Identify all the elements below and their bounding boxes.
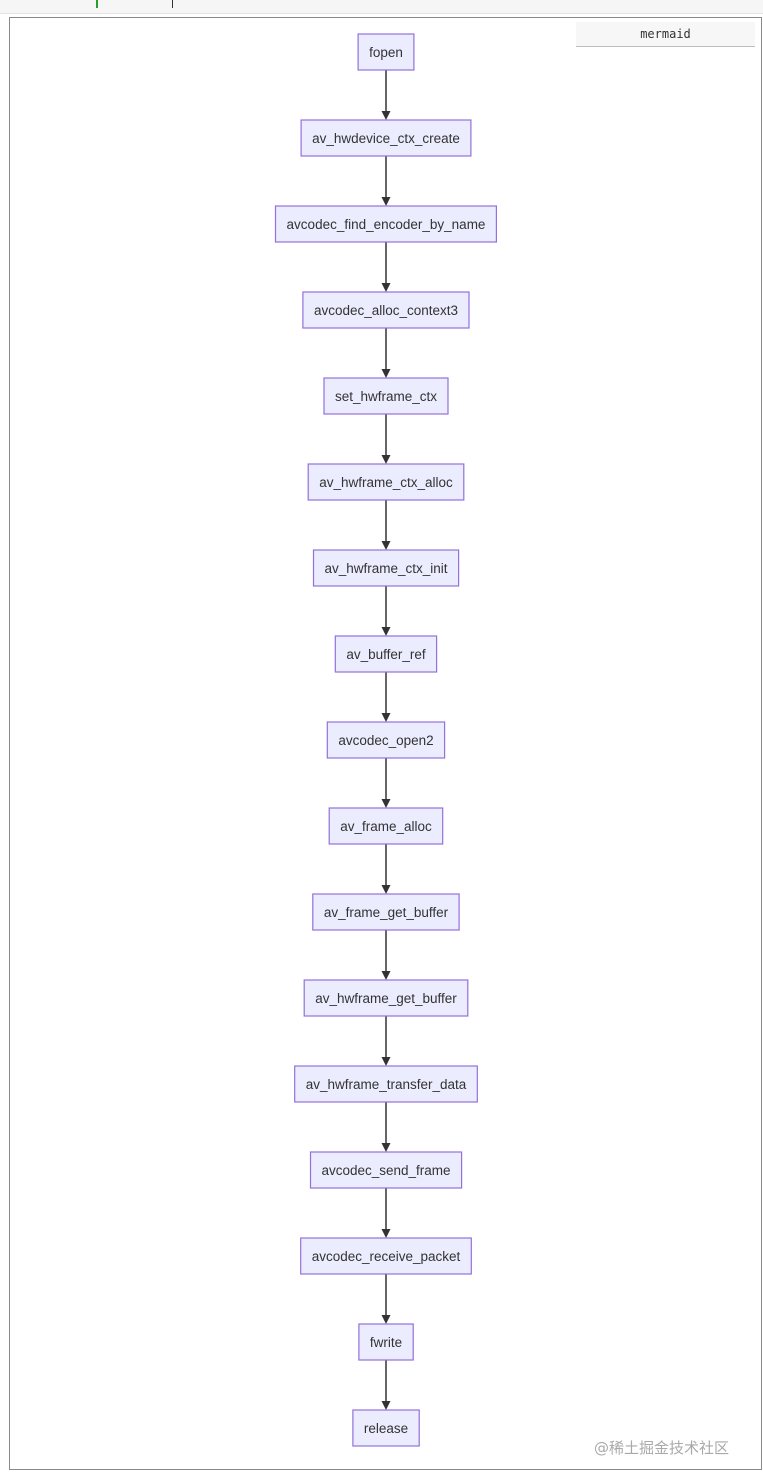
flow-node-box <box>303 979 469 1017</box>
flow-node-box <box>326 721 446 759</box>
arrowhead-icon <box>381 713 391 722</box>
flow-node-label: fopen <box>369 45 403 60</box>
arrowhead-icon <box>381 197 391 206</box>
watermark-text: @稀土掘金技术社区 <box>594 1439 730 1457</box>
flow-node: release <box>352 1409 420 1447</box>
flow-node-box <box>352 1409 420 1447</box>
flow-node-box <box>328 807 444 845</box>
flow-node-label: set_hwframe_ctx <box>335 389 437 404</box>
arrowhead-icon <box>381 1143 391 1152</box>
code-text-fragment <box>96 0 98 8</box>
arrowhead-icon <box>381 369 391 378</box>
flow-node-box <box>309 1151 463 1189</box>
arrowhead-icon <box>381 1229 391 1238</box>
flow-node: avcodec_send_frame <box>309 1151 463 1189</box>
flow-node: av_hwframe_get_buffer <box>303 979 469 1017</box>
flow-node-label: av_hwframe_transfer_data <box>306 1077 467 1092</box>
arrowhead-icon <box>381 455 391 464</box>
code-language-label[interactable]: mermaid <box>576 22 755 47</box>
flow-node-label: av_hwdevice_ctx_create <box>312 131 460 146</box>
flow-node-box <box>312 549 460 587</box>
flow-node-label: av_frame_get_buffer <box>324 905 449 920</box>
flow-node: avcodec_open2 <box>326 721 446 759</box>
flow-node-label: av_buffer_ref <box>346 647 426 662</box>
flow-node-label: av_hwframe_ctx_alloc <box>319 475 453 490</box>
text-cursor <box>172 0 173 8</box>
arrowhead-icon <box>381 1315 391 1324</box>
flow-node: av_hwframe_transfer_data <box>294 1065 478 1103</box>
flow-node-box <box>357 33 415 71</box>
flow-node-box <box>358 1323 414 1361</box>
flow-node: av_hwdevice_ctx_create <box>300 119 472 157</box>
arrowhead-icon <box>381 1057 391 1066</box>
flow-node-box <box>323 377 449 415</box>
flow-node: set_hwframe_ctx <box>323 377 449 415</box>
flow-node: avcodec_find_encoder_by_name <box>274 205 497 243</box>
flow-node-box <box>307 463 465 501</box>
flow-node: av_frame_get_buffer <box>312 893 460 931</box>
flow-node-box <box>302 291 470 329</box>
flow-node-label: avcodec_open2 <box>338 733 433 748</box>
flow-node: avcodec_alloc_context3 <box>302 291 470 329</box>
flow-node-box <box>300 1237 472 1275</box>
flow-node-label: av_hwframe_get_buffer <box>315 991 457 1006</box>
flow-node: av_frame_alloc <box>328 807 444 845</box>
flow-node: avcodec_receive_packet <box>300 1237 472 1275</box>
arrowhead-icon <box>381 283 391 292</box>
flow-node-box <box>300 119 472 157</box>
flow-node-box <box>312 893 460 931</box>
flow-node-label: fwrite <box>370 1335 402 1350</box>
flow-node-label: av_hwframe_ctx_init <box>324 561 447 576</box>
arrowhead-icon <box>381 1401 391 1410</box>
flow-node-label: avcodec_receive_packet <box>312 1249 461 1264</box>
flow-node: av_buffer_ref <box>334 635 438 673</box>
flow-node-label: avcodec_send_frame <box>321 1163 450 1178</box>
code-editor-strip <box>0 0 763 14</box>
arrowhead-icon <box>381 971 391 980</box>
flow-node: fwrite <box>358 1323 414 1361</box>
flow-node-label: avcodec_find_encoder_by_name <box>287 217 486 232</box>
arrowhead-icon <box>381 627 391 636</box>
flow-node-label: release <box>364 1421 408 1436</box>
arrowhead-icon <box>381 799 391 808</box>
flow-node: av_hwframe_ctx_init <box>312 549 460 587</box>
flow-node: av_hwframe_ctx_alloc <box>307 463 465 501</box>
arrowhead-icon <box>381 885 391 894</box>
flow-node-box <box>274 205 497 243</box>
flow-node-box <box>334 635 438 673</box>
arrowhead-icon <box>381 111 391 120</box>
flow-node: fopen <box>357 33 415 71</box>
flow-node-label: av_frame_alloc <box>340 819 432 834</box>
arrowhead-icon <box>381 541 391 550</box>
flow-node-box <box>294 1065 478 1103</box>
flow-node-label: avcodec_alloc_context3 <box>314 303 458 318</box>
